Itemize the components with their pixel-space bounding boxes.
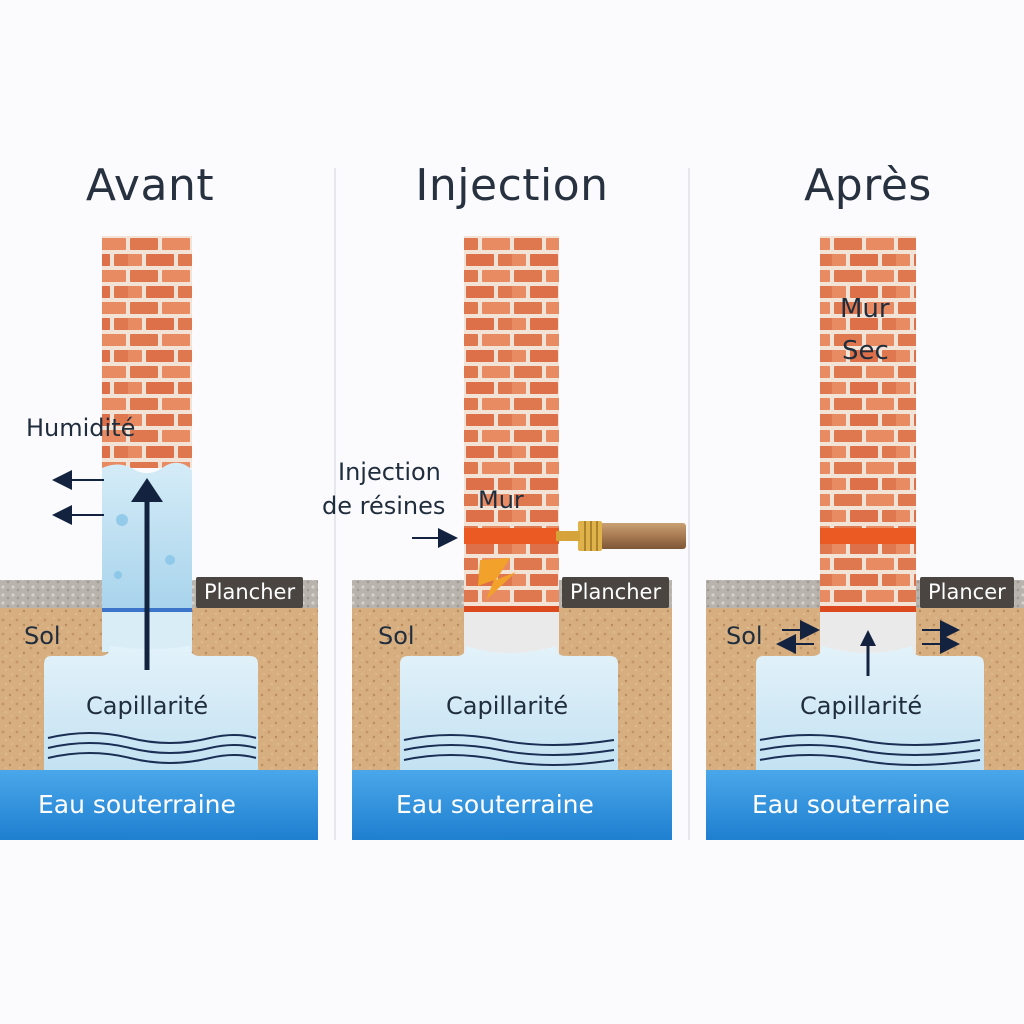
- soil-label: Sol: [378, 622, 415, 650]
- brick-wall-icon: [820, 236, 916, 608]
- injector-pipe: [600, 523, 686, 549]
- panel-divider: [688, 168, 690, 840]
- brick-wall-icon: [464, 236, 559, 608]
- wall-label: Mur: [478, 486, 524, 514]
- panel-apres-graphics: [706, 236, 1024, 840]
- wall-label-line1: Mur: [840, 294, 890, 324]
- groundwater-band: [352, 770, 672, 840]
- panel-title: Avant: [85, 160, 215, 211]
- soil-label: Sol: [24, 622, 61, 650]
- groundwater-band: [0, 770, 318, 840]
- soil-label: Sol: [726, 622, 763, 650]
- capillarity-label: Capillarité: [800, 692, 923, 720]
- capillary-pool: [756, 646, 984, 770]
- groundwater-label: Eau souterraine: [396, 790, 594, 819]
- panel-avant-graphics: [0, 236, 318, 840]
- injection-label-line1: Injection: [338, 458, 441, 486]
- capillarity-label: Capillarité: [446, 692, 569, 720]
- panel-title: Injection: [415, 160, 609, 211]
- injector-nozzle-icon: [478, 558, 516, 600]
- panel-divider: [334, 168, 336, 840]
- brick-wall-icon: [102, 236, 192, 468]
- capillary-pool: [400, 646, 618, 770]
- resin-barrier: [820, 528, 916, 544]
- floor-label: Plancher: [196, 577, 304, 608]
- groundwater-label: Eau souterraine: [38, 790, 236, 819]
- capillarity-label: Capillarité: [86, 692, 209, 720]
- groundwater-label: Eau souterraine: [752, 790, 950, 819]
- floor-label: Plancher: [562, 577, 670, 608]
- floor-label: Plancer: [920, 577, 1014, 608]
- injection-label-line2: de résines: [322, 492, 446, 520]
- panel-title: Après: [804, 160, 932, 211]
- resin-barrier: [464, 528, 559, 544]
- humidity-label: Humidité: [26, 414, 136, 442]
- wall-label-line2: Sec: [842, 336, 889, 366]
- panel-injection-graphics: [352, 236, 686, 840]
- groundwater-band: [706, 770, 1024, 840]
